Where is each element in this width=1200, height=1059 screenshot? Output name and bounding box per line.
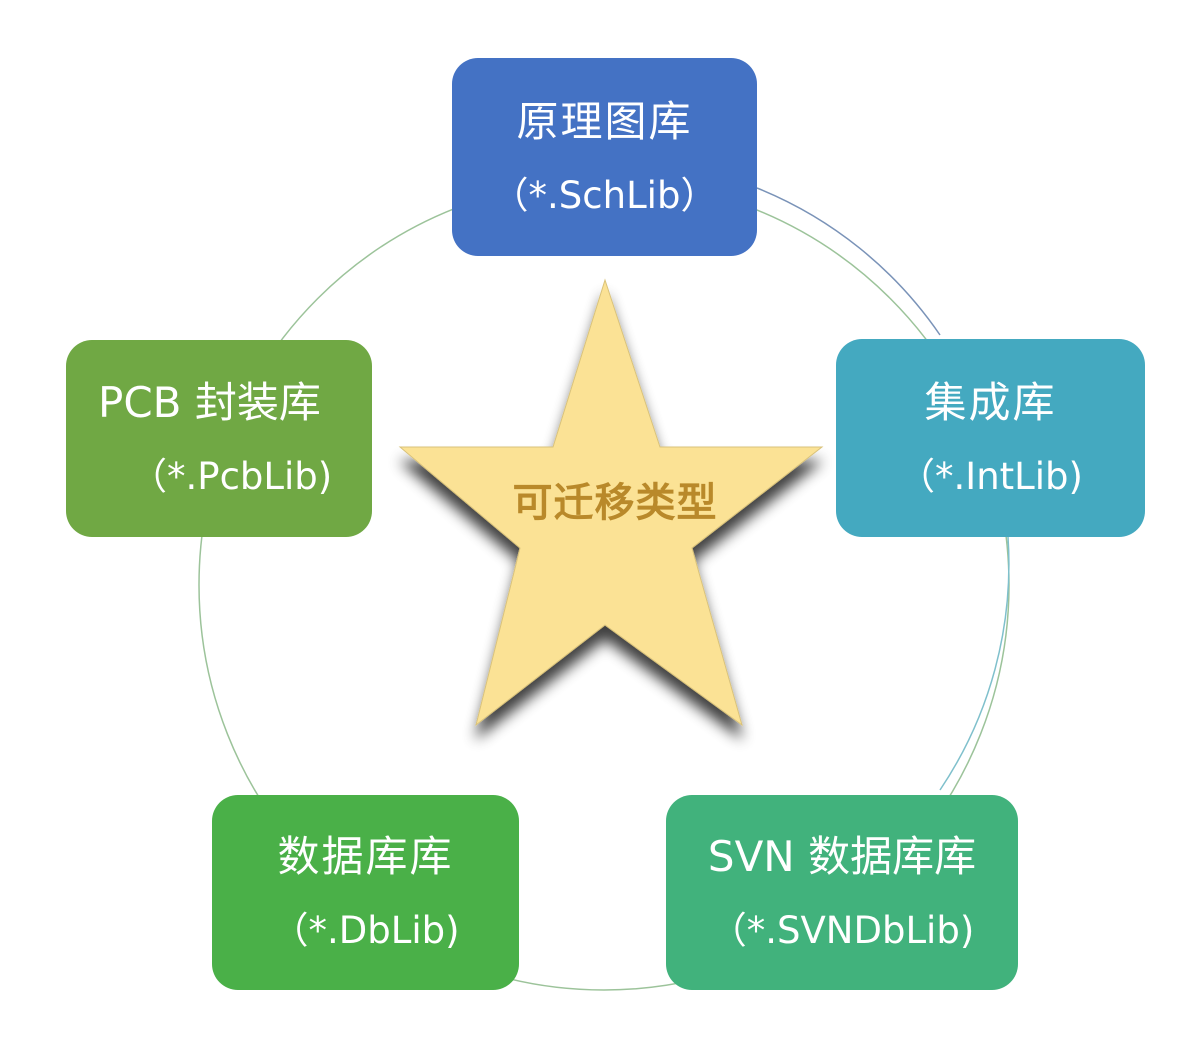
svndblib-extension: （*.SVNDbLib) bbox=[709, 909, 975, 952]
intlib-box: 集成库 （*.IntLib) bbox=[836, 339, 1145, 537]
center-label: 可迁移类型 bbox=[512, 480, 718, 526]
pcblib-title: PCB 封装库 bbox=[98, 378, 321, 427]
intlib-extension: （*.IntLib) bbox=[898, 454, 1083, 498]
dblib-extension: （*.DbLib) bbox=[271, 909, 460, 952]
connector-arc-schlib-intlib bbox=[756, 187, 941, 336]
schlib-title: 原理图库 bbox=[516, 96, 693, 146]
intlib-title: 集成库 bbox=[924, 377, 1057, 427]
pcblib-extension: （*.PcbLib) bbox=[130, 455, 333, 498]
schlib-extension: （*.SchLib） bbox=[491, 173, 718, 217]
pcblib-box: PCB 封装库 （*.PcbLib) bbox=[66, 340, 372, 537]
star-shape bbox=[398, 278, 824, 727]
svndblib-title: SVN 数据库库 bbox=[707, 832, 977, 881]
dblib-title: 数据库库 bbox=[277, 832, 454, 881]
dblib-box: 数据库库 （*.DbLib) bbox=[212, 795, 519, 990]
schlib-box: 原理图库 （*.SchLib） bbox=[452, 58, 757, 256]
connector-arc-intlib-svndblib bbox=[939, 536, 1010, 791]
svndblib-box: SVN 数据库库 （*.SVNDbLib) bbox=[666, 795, 1018, 990]
